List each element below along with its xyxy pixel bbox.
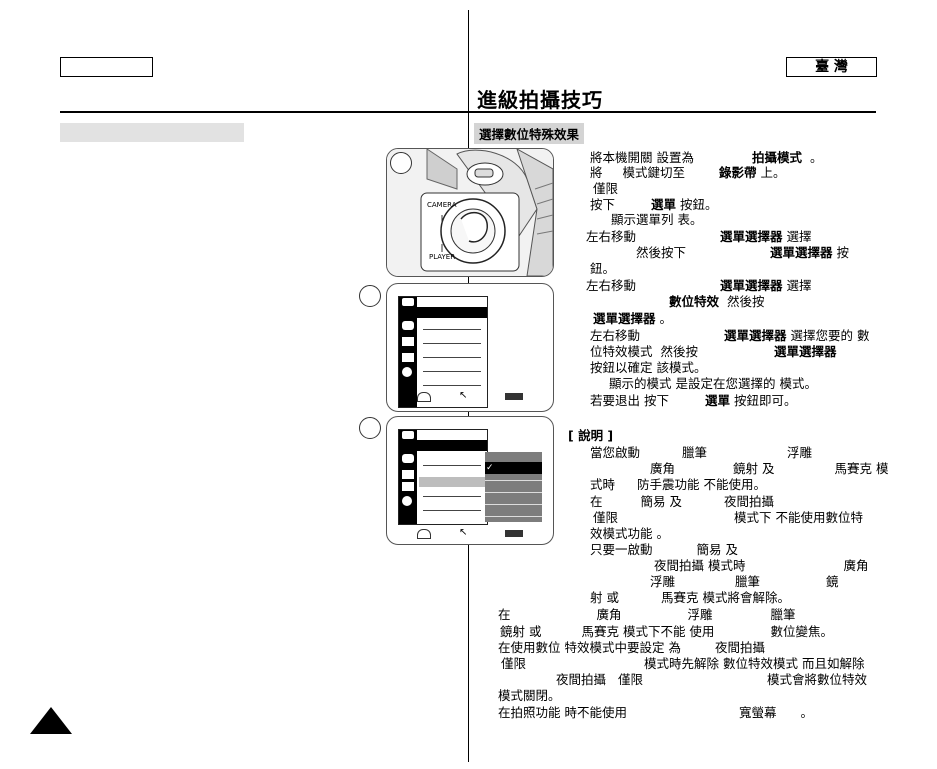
camera-mode-icon (402, 431, 414, 439)
select-button-icon: ↖ (459, 527, 468, 538)
effect-submenu-list: ✓ (485, 452, 542, 522)
language-tab-taiwan-label: 臺 灣 (815, 59, 848, 75)
step-3: 按下選單 按鈕。 (590, 197, 718, 212)
menu-item (423, 371, 481, 372)
menu-item (423, 465, 481, 466)
exit-button-icon (505, 393, 523, 400)
tape-icon (402, 482, 414, 491)
settings-icon (402, 367, 412, 377)
exit-button-icon (505, 530, 523, 537)
page-title: 進級拍攝技巧 (477, 88, 603, 112)
menu-item (423, 385, 481, 386)
menu-item-highlight (419, 477, 485, 487)
dial-player-label: PLAYER (429, 253, 456, 261)
dial-camera-label: CAMERA (427, 201, 457, 209)
step-6-end: 按鈕以確定 該模式。 (590, 360, 707, 375)
select-button-icon: ↖ (459, 390, 468, 401)
step-1: 將本機開關 設置為拍攝模式 。 (590, 150, 823, 165)
note-line: 鏡射 或馬賽克 模式下不能 使用數位變焦。 (500, 624, 833, 639)
effect-option (485, 516, 542, 517)
step-number-badge (359, 285, 381, 307)
step-6-cont: 位特效模式 然後按選單選擇器 (590, 344, 837, 359)
step-4-end: 鈕。 (590, 261, 616, 276)
menu-screen (398, 296, 488, 408)
selected-effect-row (485, 462, 542, 474)
step-5: 左右移動選單選擇器 選擇 (586, 278, 812, 293)
note-line: 只要一啟動簡易 及 (590, 542, 738, 557)
step-number-badge (390, 152, 412, 174)
note-line: 在使用數位 特效模式中要設定 為夜間拍攝 (498, 640, 765, 655)
menu-item (423, 357, 481, 358)
note-line: 僅限模式時先解除 數位特效模式 而且如解除 (501, 656, 865, 671)
step-5-cont: 數位特效 然後按 (669, 294, 765, 309)
note-line: 射 或馬賽克 模式將會解除。 (590, 590, 790, 605)
step-6: 左右移動選單選擇器 選擇您要的 數 (590, 328, 870, 343)
step-2-note: 僅限 (593, 181, 619, 196)
page-triangle-icon (30, 707, 72, 734)
menu-screen (398, 429, 488, 525)
step-7: 若要退出 按下選單 按鈕即可。 (590, 393, 797, 408)
camera-icon (402, 454, 414, 463)
menu-item (423, 329, 481, 330)
step-2: 將模式鍵切至錄影帶 上。 (590, 165, 786, 180)
language-tab-taiwan: 臺 灣 (786, 57, 877, 77)
note-line: 浮雕臘筆鏡 (650, 574, 839, 589)
menu-title-bar (417, 307, 487, 318)
step-4: 左右移動選單選擇器 選擇 (586, 229, 812, 244)
notes-heading: [ 說明 ] (568, 428, 614, 443)
menu-title-bar (417, 440, 487, 451)
effect-submenu-illustration: ✓ ↖ (386, 416, 554, 545)
menu-screen-illustration: ↖ (386, 283, 554, 412)
effect-option (485, 480, 542, 481)
step-number-badge (359, 417, 381, 439)
note-line: 廣角鏡射 及馬賽克 模 (650, 461, 889, 476)
move-button-icon (417, 392, 431, 402)
menu-item (423, 343, 481, 344)
menu-icon-strip (399, 297, 417, 407)
note-line: 夜間拍攝 僅限模式會將數位特效 (556, 672, 867, 687)
note-line: 在簡易 及夜間拍攝 (590, 494, 775, 509)
note-line: 模式關閉。 (498, 688, 561, 703)
step-5-end: 選單選擇器 。 (593, 311, 673, 326)
step-6-note: 顯示的模式 是設定在您選擇的 模式。 (609, 376, 817, 391)
step-3-note: 顯示選單列 表。 (611, 212, 703, 227)
record-icon (402, 470, 414, 479)
checkmark-icon: ✓ (486, 463, 494, 473)
step-4-cont: 然後按下選單選擇器 按 (636, 245, 850, 260)
section-subtitle: 選擇數位特殊效果 (474, 123, 585, 144)
settings-icon (402, 496, 412, 506)
note-line: 效模式功能 。 (590, 526, 669, 541)
note-line: 式時防手震功能 不能使用。 (590, 477, 766, 492)
left-section-bar (60, 123, 244, 142)
camcorder-illustration (387, 149, 553, 276)
note-line: 在拍照功能 時不能使用寬螢幕。 (498, 705, 814, 720)
camera-mode-icon (402, 298, 414, 306)
note-line: 僅限模式下 不能使用數位特 (593, 510, 863, 525)
move-button-icon (417, 529, 431, 539)
effect-option (485, 492, 542, 493)
menu-item (423, 496, 481, 497)
note-line: 在廣角浮雕臘筆 (498, 607, 796, 622)
note-line: 當您啟動臘筆浮雕 (590, 445, 813, 460)
menu-item (423, 510, 481, 511)
note-line: 夜間拍攝 模式時廣角 (654, 558, 869, 573)
camcorder-dial-illustration: CAMERA PLAYER (386, 148, 554, 277)
effect-option (485, 504, 542, 505)
camera-icon (402, 321, 414, 330)
language-tab-left (60, 57, 153, 77)
record-icon (402, 337, 414, 346)
tape-icon (402, 353, 414, 362)
